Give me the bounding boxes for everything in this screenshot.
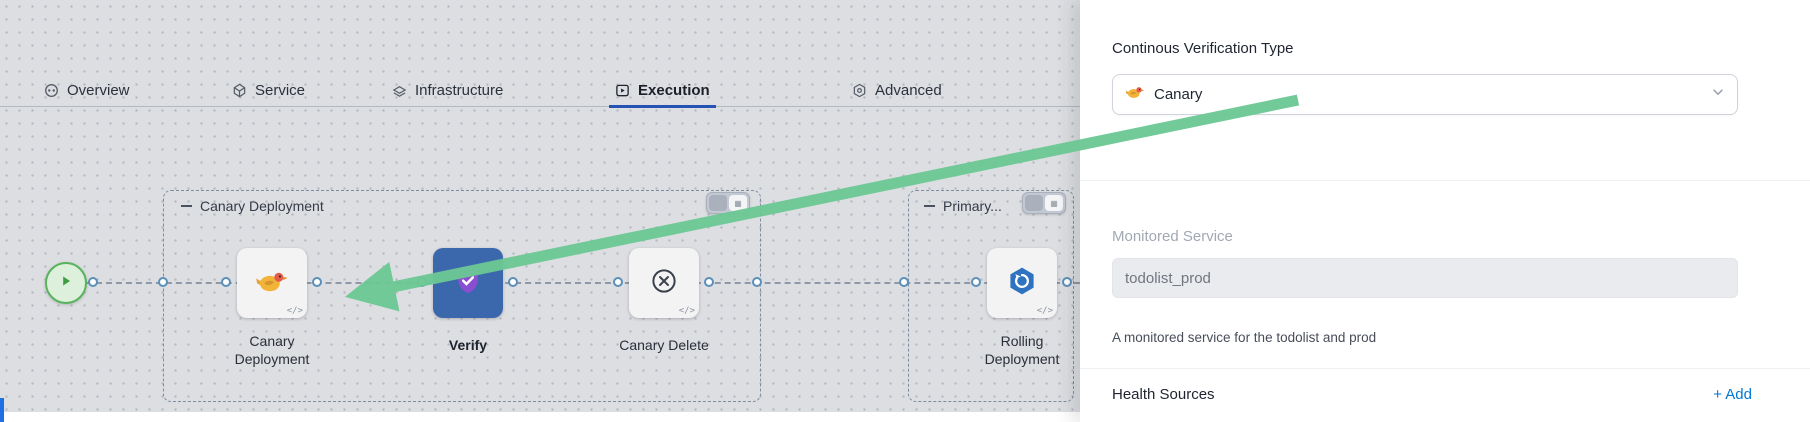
connector-port — [971, 277, 981, 287]
step-name: Rolling Deployment — [984, 333, 1060, 367]
monitored-service-input — [1112, 258, 1738, 298]
step-canary-delete[interactable]: </> — [629, 248, 699, 318]
tab-label: Advanced — [875, 82, 942, 99]
connector-port — [158, 277, 168, 287]
canary-icon — [255, 264, 289, 303]
left-edge-accent — [0, 398, 4, 422]
step-canary-deployment[interactable]: </> — [237, 248, 307, 318]
template-code-icon: </> — [678, 306, 695, 316]
pipeline-canvas[interactable]: Overview Service Infrastructure — [0, 0, 1080, 412]
infrastructure-icon — [392, 83, 407, 98]
step-name: Canary Deployment — [234, 333, 310, 367]
canary-icon — [1125, 82, 1145, 107]
group-toggle[interactable]: ▦ — [1022, 192, 1066, 214]
cv-type-value: Canary — [1154, 86, 1203, 103]
connector-port — [752, 277, 762, 287]
connector-port — [312, 277, 322, 287]
connector-port — [704, 277, 714, 287]
tab-execution[interactable]: Execution — [609, 74, 716, 108]
step-name: Verify — [448, 337, 488, 353]
tab-label: Service — [255, 82, 306, 99]
add-health-source-button[interactable]: + Add — [1713, 386, 1752, 403]
tab-label: Infrastructure — [415, 82, 504, 99]
verify-shield-icon — [451, 264, 485, 303]
tab-label: Execution — [638, 82, 710, 99]
step-rolling-deployment[interactable]: </> — [987, 248, 1057, 318]
tab-overview[interactable]: Overview — [44, 74, 130, 107]
monitored-service-label: Monitored Service — [1112, 228, 1233, 245]
service-icon — [232, 83, 247, 98]
health-sources-label: Health Sources — [1112, 386, 1215, 403]
overview-icon — [44, 83, 59, 98]
connector-port — [417, 277, 427, 287]
step-verify[interactable] — [433, 248, 503, 318]
template-code-icon: </> — [286, 306, 303, 316]
toggle-track — [709, 195, 727, 211]
tab-label: Overview — [67, 82, 130, 99]
collapse-icon[interactable] — [924, 205, 935, 207]
toggle-knob-icon: ▦ — [1045, 195, 1063, 211]
play-icon — [58, 273, 74, 294]
chevron-down-icon — [1711, 85, 1725, 104]
advanced-icon — [852, 83, 867, 98]
connector-port — [899, 277, 909, 287]
cv-type-select[interactable]: Canary — [1112, 74, 1738, 115]
toggle-knob-icon: ▦ — [729, 195, 747, 211]
group-toggle[interactable]: ▦ — [706, 192, 750, 214]
verify-step-config-panel: Continous Verification Type Canary — [1080, 0, 1810, 422]
group-label: Canary Deployment — [200, 198, 324, 214]
template-code-icon: </> — [1036, 306, 1053, 316]
section-divider — [1080, 368, 1810, 369]
step-name: Canary Delete — [619, 337, 709, 353]
group-label: Primary... — [943, 198, 1002, 214]
connector-port — [88, 277, 98, 287]
collapse-icon[interactable] — [181, 205, 192, 207]
connector-port — [1062, 277, 1072, 287]
canary-delete-icon — [649, 266, 679, 301]
pipeline-start-node[interactable] — [45, 262, 87, 304]
toggle-track — [1025, 195, 1043, 211]
step-group-header[interactable]: Primary... — [924, 198, 1002, 214]
step-group-header[interactable]: Canary Deployment — [181, 198, 324, 214]
connector-port — [613, 277, 623, 287]
rolling-deployment-icon — [1006, 265, 1038, 302]
execution-icon — [615, 83, 630, 98]
tab-service[interactable]: Service — [232, 74, 305, 107]
tab-advanced[interactable]: Advanced — [852, 74, 942, 107]
cv-type-label: Continous Verification Type — [1112, 40, 1294, 57]
section-divider — [1080, 180, 1810, 181]
connector-port — [221, 277, 231, 287]
monitored-service-help: A monitored service for the todolist and… — [1112, 330, 1377, 345]
connector-port — [508, 277, 518, 287]
stage-tab-bar: Overview Service Infrastructure — [0, 74, 1080, 108]
tab-infrastructure[interactable]: Infrastructure — [392, 74, 503, 107]
